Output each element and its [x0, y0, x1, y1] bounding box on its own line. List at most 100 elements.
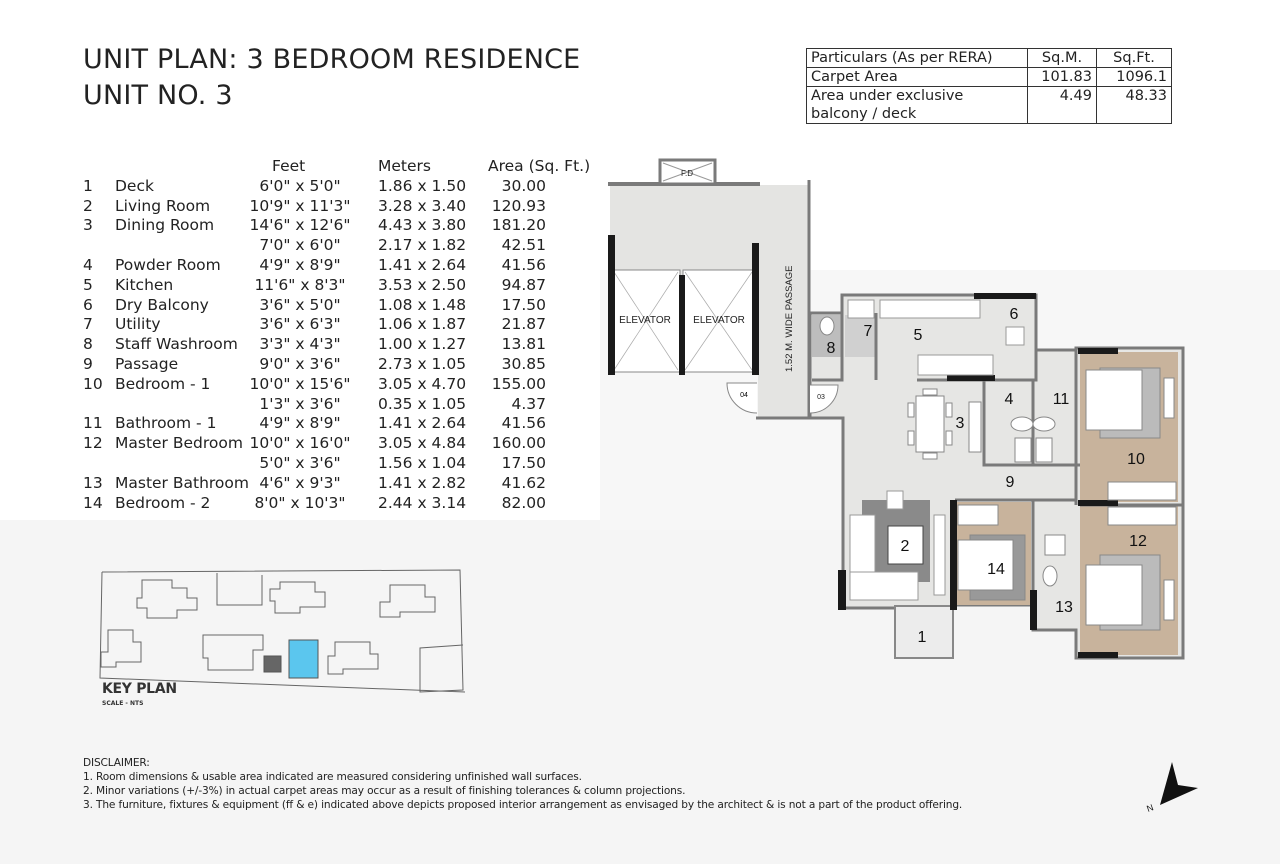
- room-dimensions-meters: 0.35 x 1.05: [378, 394, 467, 413]
- elevator-label: ELEVATOR: [619, 315, 671, 326]
- room-dimensions-meters: 1.41 x 2.64: [378, 255, 467, 274]
- room-area: 17.50: [501, 295, 546, 314]
- disclaimer-heading: DISCLAIMER:: [83, 757, 150, 769]
- rera-sqft: 48.33: [1096, 86, 1172, 124]
- room-number: 12: [83, 434, 103, 453]
- rera-area-table: Particulars (As per RERA) Sq.M. Sq.Ft. C…: [806, 48, 1172, 124]
- room-area: 30.85: [501, 354, 546, 373]
- room-dimensions-feet: 4'6" x 9'3": [259, 473, 341, 492]
- room-dimensions-feet: 3'3" x 4'3": [259, 335, 341, 354]
- room-label-11: 11: [1053, 391, 1070, 408]
- room-dimensions-feet: 3'6" x 5'0": [259, 295, 341, 314]
- room-label-9: 9: [1006, 474, 1015, 491]
- key-plan-title: KEY PLAN: [102, 681, 177, 697]
- room-label-4: 4: [1005, 391, 1014, 408]
- room-number: 2: [83, 196, 93, 215]
- room-dimensions-meters: 3.05 x 4.84: [378, 434, 467, 453]
- room-name: Deck: [115, 176, 154, 195]
- elevator-label: ELEVATOR: [693, 315, 745, 326]
- room-dimensions-meters: 1.41 x 2.82: [378, 473, 467, 492]
- room-dimensions-feet: 10'9" x 11'3": [249, 196, 351, 215]
- room-dimensions-feet: 8'0" x 10'3": [254, 493, 346, 512]
- key-plan-scale: SCALE - NTS: [102, 700, 144, 707]
- room-number: 4: [83, 255, 93, 274]
- room-dimensions-feet: 6'0" x 5'0": [259, 176, 341, 195]
- room-area: 41.62: [501, 473, 546, 492]
- header-feet: Feet: [272, 157, 306, 175]
- room-label-6: 6: [1010, 306, 1019, 323]
- lobby: F.D ELEVATOR ELEVATOR 1.52 M. WIDE PASSA…: [608, 158, 843, 420]
- deck: [894, 605, 954, 659]
- rera-row: Area under exclusive balcony / deck 4.49…: [806, 86, 1172, 124]
- room-name: Master Bedroom: [115, 434, 243, 453]
- room-area: 82.00: [501, 493, 546, 512]
- room-number: 14: [83, 493, 103, 512]
- room-dimensions-feet: 14'6" x 12'6": [249, 216, 351, 235]
- fd-label: F.D: [681, 169, 693, 178]
- utility: [845, 315, 875, 357]
- room-dimensions-feet: 7'0" x 6'0": [259, 236, 341, 255]
- room-name: Bedroom - 1: [115, 374, 211, 393]
- header-meters: Meters: [378, 157, 431, 175]
- room-name: Living Room: [115, 196, 211, 215]
- room-number: 10: [83, 374, 103, 393]
- room-dimensions-feet: 10'0" x 16'0": [249, 434, 351, 453]
- room-dimensions-meters: 3.53 x 2.50: [378, 275, 467, 294]
- rera-header-sqft: Sq.Ft.: [1096, 48, 1172, 68]
- dining-table: [907, 388, 982, 460]
- room-dimensions-meters: 4.43 x 3.80: [378, 216, 467, 235]
- room-dimensions-feet: 11'6" x 8'3": [254, 275, 346, 294]
- room-number-labels: 1 2 3 4 5 6 7 8 9 10 11 12 13 14: [827, 306, 1147, 646]
- room-dimensions-feet: 1'3" x 3'6": [259, 394, 341, 413]
- room-name: Staff Washroom: [115, 335, 238, 354]
- rera-sqm: 4.49: [1027, 86, 1097, 124]
- rera-row: Carpet Area 101.83 1096.1: [806, 67, 1172, 87]
- north-label: N: [1145, 802, 1155, 814]
- room-name: Kitchen: [115, 275, 174, 294]
- disclaimer-item: 2. Minor variations (+/-3%) in actual ca…: [83, 785, 686, 797]
- room-area: 120.93: [491, 196, 546, 215]
- door-03: [809, 384, 839, 414]
- passage-label: 1.52 M. WIDE PASSAGE: [784, 266, 795, 372]
- room-dimensions-feet: 3'6" x 6'3": [259, 315, 341, 334]
- room-dimensions-meters: 2.17 x 1.82: [378, 236, 467, 255]
- room-label-7: 7: [864, 323, 873, 340]
- room-label-1: 1: [918, 629, 927, 646]
- door-04-label: 04: [740, 392, 748, 399]
- room-number: 11: [83, 414, 103, 433]
- room-area: 155.00: [491, 374, 546, 393]
- room-label-12: 12: [1129, 533, 1147, 550]
- room-area: 94.87: [501, 275, 546, 294]
- living-furniture: [849, 490, 946, 601]
- room-label-14: 14: [987, 561, 1005, 578]
- key-plan-unit-highlight: [288, 639, 319, 679]
- room-number: 3: [83, 216, 93, 235]
- room-dimensions-feet: 9'0" x 3'6": [259, 354, 341, 373]
- room-label-5: 5: [914, 327, 923, 344]
- key-plan: [99, 569, 466, 693]
- room-dimensions-meters: 2.73 x 1.05: [378, 354, 467, 373]
- room-dimensions-meters: 3.28 x 3.40: [378, 196, 467, 215]
- room-dimensions-meters: 3.05 x 4.70: [378, 374, 467, 393]
- disclaimer-item: 1. Room dimensions & usable area indicat…: [83, 771, 582, 783]
- room-label-13: 13: [1055, 599, 1073, 616]
- room-name: Dry Balcony: [115, 295, 209, 314]
- room-name: Utility: [115, 315, 161, 334]
- page-title: UNIT PLAN: 3 BEDROOM RESIDENCE: [83, 44, 581, 75]
- room-area: 4.37: [511, 394, 546, 413]
- room-dimensions-meters: 1.86 x 1.50: [378, 176, 467, 195]
- room-area: 181.20: [491, 216, 546, 235]
- room-area: 41.56: [501, 255, 546, 274]
- unit-number: UNIT NO. 3: [83, 80, 233, 111]
- room-area: 30.00: [501, 176, 546, 195]
- disclaimer-item: 3. The furniture, fixtures & equipment (…: [83, 799, 963, 811]
- rera-particular: Area under exclusive balcony / deck: [806, 86, 1028, 124]
- room-dimensions-meters: 1.41 x 2.64: [378, 414, 467, 433]
- room-area: 42.51: [501, 236, 546, 255]
- room-name: Master Bathroom: [115, 473, 249, 492]
- room-dimensions-feet: 10'0" x 15'6": [249, 374, 351, 393]
- room-dimensions-feet: 4'9" x 8'9": [259, 255, 341, 274]
- room-dimensions-meters: 2.44 x 3.14: [378, 493, 467, 512]
- room-area: 41.56: [501, 414, 546, 433]
